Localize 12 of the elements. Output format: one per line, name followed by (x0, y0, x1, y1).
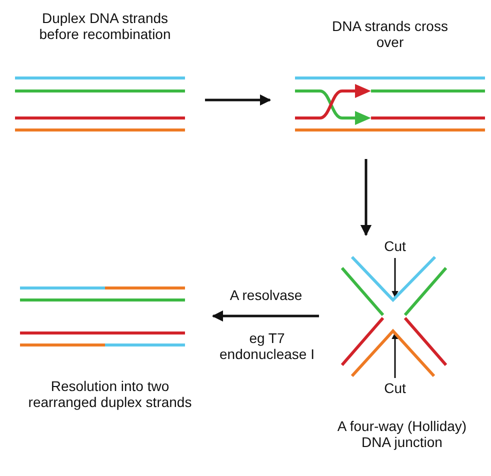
stage-caption: DNA strands cross over (331, 18, 449, 50)
cut-label: Cut (383, 380, 407, 396)
cut-label: Cut (383, 238, 407, 254)
arrow (212, 310, 319, 322)
stage-caption: A four-way (Holliday) DNA junction (336, 418, 468, 450)
arrow (360, 159, 372, 236)
leader-arrow (392, 332, 398, 378)
leader-arrow (392, 258, 398, 298)
stage-caption: Duplex DNA strands before recombination (38, 10, 172, 42)
stage-caption: Resolution into two rearranged duplex strands (27, 378, 193, 410)
arrow (205, 94, 272, 106)
enzyme-note: eg T7 endonuclease I (218, 330, 316, 362)
